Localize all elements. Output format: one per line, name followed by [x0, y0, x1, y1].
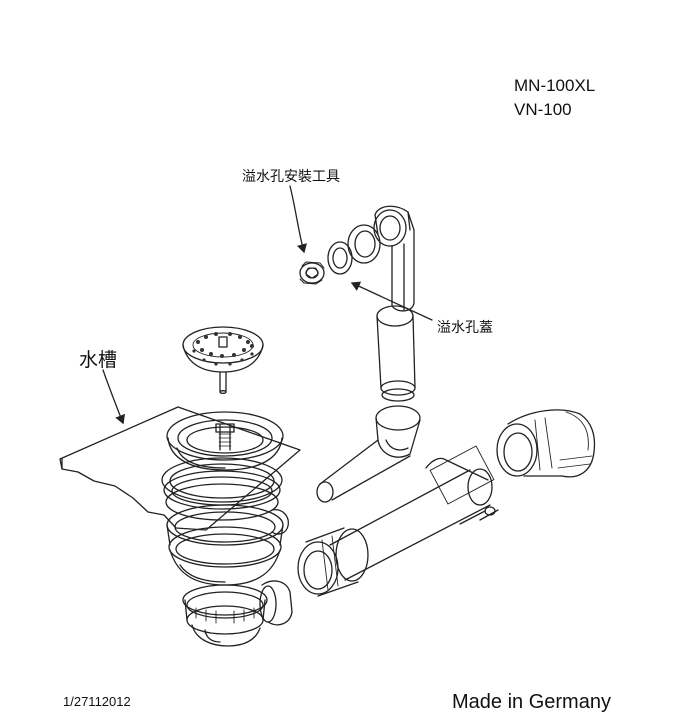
drain-flange	[167, 412, 283, 470]
overflow-tube	[377, 306, 415, 401]
overflow-cover	[328, 210, 406, 274]
pipe-coupling	[298, 528, 368, 596]
model-number-secondary: VN-100	[514, 100, 572, 119]
made-in-label: Made in Germany	[452, 691, 611, 713]
sink-sheet	[60, 407, 300, 530]
waste-pipe	[330, 446, 498, 580]
sink-arrow	[103, 370, 126, 425]
lower-nut	[183, 581, 292, 646]
pipe-elbow	[497, 410, 594, 477]
sink-label: 水槽	[79, 349, 118, 371]
overflow-cover-label: 溢水孔蓋	[437, 320, 493, 336]
document-number: 1/27112012	[63, 694, 131, 709]
model-number-primary: MN-100XL	[514, 76, 596, 95]
overflow-tool	[300, 262, 324, 284]
drain-body	[167, 505, 288, 585]
strainer-basket	[183, 327, 263, 393]
overflow-tool-label: 溢水孔安裝工具	[242, 169, 340, 185]
overflow-tool-arrow	[290, 186, 307, 254]
overflow-elbow	[317, 406, 420, 502]
overflow-housing	[375, 206, 414, 311]
